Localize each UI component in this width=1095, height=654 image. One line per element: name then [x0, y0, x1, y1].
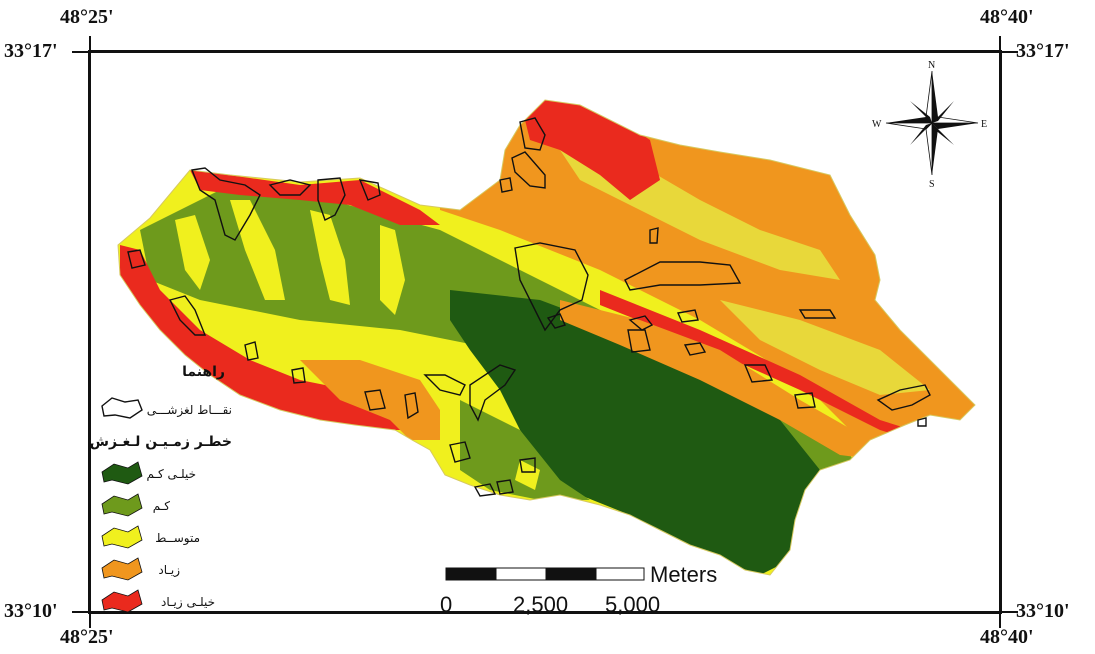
landslide-legend-swatch — [101, 397, 143, 419]
scale-bar: Meters 0 2,500 5,000 — [440, 562, 717, 617]
compass-north: N — [928, 60, 935, 71]
coord-bottom-right-lon: 48°40' — [980, 626, 1034, 648]
legend-label-medium: متوســط — [155, 531, 200, 546]
coord-left-bottom-lat: 33°10' — [4, 600, 58, 622]
scale-tick-0: 0 — [440, 592, 452, 617]
coord-right-bottom-lat: 33°10' — [1016, 600, 1070, 622]
legend-swatch-very-low — [101, 461, 143, 485]
legend-swatch-very-high — [101, 589, 143, 613]
hazard-zones — [118, 100, 975, 575]
scale-tick-2500: 2,500 — [513, 592, 568, 617]
legend: راهنما نقـــاط لغزشـــی خطـر زمـیـن لـغـ… — [90, 364, 232, 613]
legend-swatch-low — [101, 493, 143, 517]
coord-left-top-lat: 33°17' — [4, 40, 58, 62]
coord-top-left-lon: 48°25' — [60, 6, 114, 28]
coord-top-right-lon: 48°40' — [980, 6, 1034, 28]
coord-right-top-lat: 33°17' — [1016, 40, 1070, 62]
compass-west: W — [872, 119, 882, 130]
legend-label-high: زیـاد — [158, 563, 180, 578]
scale-unit: Meters — [650, 562, 717, 587]
legend-label-very-high: خیلـی زیـاد — [161, 595, 215, 610]
legend-label-very-low: خیلـی کـم — [146, 467, 196, 481]
legend-swatch-high — [101, 557, 143, 581]
legend-swatch-medium — [101, 525, 143, 549]
legend-label-low: کـم — [153, 499, 171, 513]
compass-rose: N S E W — [872, 60, 987, 190]
legend-landslide-points: نقـــاط لغزشـــی — [147, 403, 232, 418]
compass-south: S — [929, 179, 935, 190]
legend-title: راهنما — [182, 364, 225, 380]
coord-bottom-left-lon: 48°25' — [60, 626, 114, 648]
landslide-polygons — [127, 117, 931, 497]
legend-hazard-title: خطـر زمـیـن لـغـزش — [90, 434, 232, 450]
scale-tick-5000: 5,000 — [605, 592, 660, 617]
compass-east: E — [981, 119, 987, 130]
